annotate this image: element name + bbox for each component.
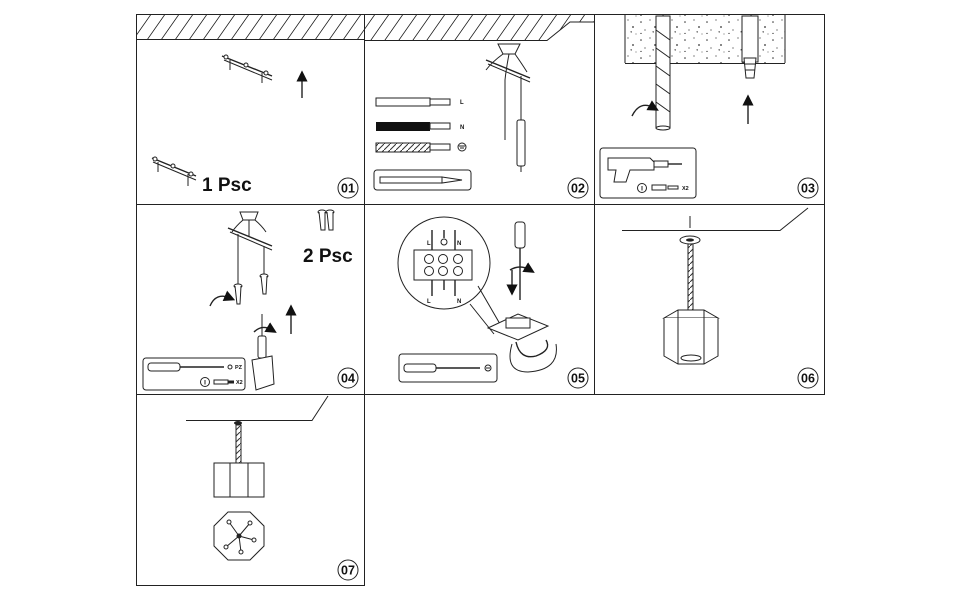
step-number: 06 [801,372,815,386]
step-number: 01 [341,182,355,196]
panel-grid [136,14,825,586]
terminal-bottom-label: L [427,299,431,305]
quantity-label: 2 Psc [303,246,353,267]
shade-side-view [213,462,265,498]
drill-icon [607,157,682,183]
terminal-top-label: N [457,241,461,247]
screws-pair [317,209,335,231]
panel-step-02: L N 02 [365,15,594,199]
wire-label-n: N [460,125,464,131]
terminal-top-label: L [427,241,431,247]
quantity-label: 1 Psc [202,175,252,196]
bit-label: PZ [235,365,243,371]
wall-plug [741,15,759,79]
screwdriver-in-hand [251,314,275,391]
braided-cord [235,424,242,464]
step-number: 05 [571,372,585,386]
octagonal-pendant-shade [662,309,720,365]
panel-step-01: 1 Psc 01 [137,15,364,199]
drill-bit [655,15,671,131]
screw [233,283,243,305]
step-number: 04 [341,372,355,386]
screw-icon [213,379,234,385]
rotate-arrow-icon [209,290,236,307]
step-number: 07 [341,564,355,578]
braided-cord [687,243,694,311]
kit-count: X2 [682,186,689,192]
screwdriver [514,221,526,300]
screw [259,273,269,295]
panel-step-05: L N L N [397,216,589,389]
rotate-arrow-icon [253,322,277,333]
step-number: 03 [801,182,815,196]
terminal-bottom-label: N [457,299,461,305]
ceiling-canopy [679,235,701,245]
earth-symbol-icon [457,142,467,152]
shade-bottom-view [213,511,265,561]
screwdriver-icon [147,362,224,372]
wire-diagram: L N [375,97,467,153]
rotate-arrow-icon [509,262,535,273]
mounting-bracket [221,54,273,83]
wall-plug-icon [651,184,679,191]
pencil-tool-box [373,169,472,191]
kit-count: X2 [236,380,243,386]
terminal-block [486,313,557,373]
panel-step-06: 06 [622,207,819,389]
screwdriver-icon [403,363,480,373]
screwdriver-tool-box [398,353,498,383]
rotate-arrow-icon [631,100,659,117]
terminal-block-detail: L N L N [397,216,491,310]
drill-tool-box: X2 [599,147,697,199]
screwdriver-tool-box: PZ X2 [142,357,246,391]
panel-step-07: 07 [186,395,359,581]
mounting-bracket [151,156,197,186]
canopy-bracket [227,211,273,284]
step-number: 02 [571,182,585,196]
wire-label-l: L [460,100,464,106]
panel-step-04: 2 Psc PZ [142,209,359,391]
canopy-with-wires [485,43,531,172]
panel-step-03: X2 03 [599,15,819,199]
